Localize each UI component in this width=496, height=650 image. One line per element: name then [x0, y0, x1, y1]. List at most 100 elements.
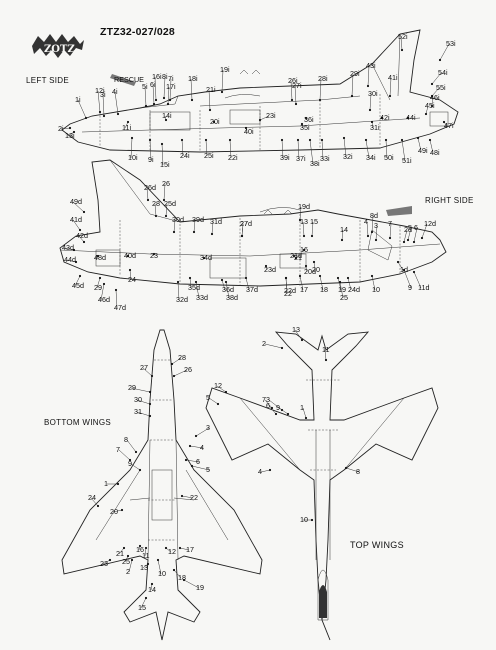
left-label-21i-leader — [208, 89, 211, 111]
top-label-10-dot — [310, 518, 314, 522]
left-label-50i-dot — [384, 138, 388, 142]
right-label-39d: 39d — [192, 215, 204, 224]
bottom-label-4-leader — [189, 445, 204, 449]
left-label-37i-dot — [296, 138, 300, 142]
bottom-label-14-dot — [150, 582, 154, 586]
left-label-8i: 8i — [162, 72, 168, 81]
left-label-15i: 15i — [160, 160, 170, 169]
bottom-label-9-leader — [130, 463, 141, 471]
right-label-45d-dot — [78, 274, 82, 278]
bottom-label-2-dot — [130, 558, 134, 562]
left-label-24i-leader — [181, 139, 184, 157]
right-label-8d-dot — [370, 230, 374, 234]
right-label-17-dot — [298, 274, 302, 278]
left-label-8i-dot — [162, 96, 166, 100]
right-side-heading: RIGHT SIDE — [425, 196, 474, 205]
left-label-25i-leader — [205, 139, 208, 157]
bottom-label-13-dot — [146, 562, 150, 566]
left-label-13i-leader — [67, 131, 75, 137]
bottom-label-5: 5 — [206, 465, 210, 474]
left-label-50i: 50i — [384, 153, 394, 162]
right-label-33d: 33d — [196, 293, 208, 302]
left-label-11i-dot — [126, 120, 130, 124]
right-label-29-leader — [96, 277, 101, 289]
right-label-20d: 20d — [304, 267, 316, 276]
right-label-34d: 34d — [200, 253, 212, 262]
bottom-label-24-leader — [90, 497, 99, 507]
top-label-6-leader — [268, 405, 277, 415]
left-label-28i: 28i — [318, 74, 328, 83]
right-label-27: 27 — [240, 219, 248, 228]
right-label-22d-dot — [284, 276, 288, 280]
top-label-11-dot — [324, 358, 328, 362]
top-label-2-dot — [280, 346, 284, 350]
left-label-15i-dot — [160, 142, 164, 146]
right-label-11d-leader — [413, 271, 422, 289]
left-label-40i-dot — [244, 126, 248, 130]
left-label-25i: 25i — [204, 151, 214, 160]
right-label-18-leader — [319, 275, 324, 291]
bottom-label-8: 8 — [124, 435, 128, 444]
right-label-23-dot — [152, 252, 156, 256]
right-label-4: 4 — [364, 217, 368, 226]
bottom-label-11-leader — [144, 547, 147, 557]
right-label-40d: 40d — [124, 251, 136, 260]
right-label-28-leader — [154, 203, 157, 217]
left-label-12i-leader — [97, 90, 101, 113]
left-label-6i-dot — [152, 102, 156, 106]
right-label-4-dot — [366, 234, 370, 238]
bottom-label-10-dot — [156, 558, 160, 562]
right-label-14: 14 — [340, 225, 348, 234]
left-label-49i-leader — [417, 137, 422, 152]
left-label-53i-leader — [439, 43, 450, 61]
right-label-38d: 38d — [226, 293, 238, 302]
right-label-3-dot — [374, 238, 378, 242]
bottom-label-8-leader — [126, 439, 137, 453]
right-label-15: 15 — [310, 217, 318, 226]
left-label-25i-dot — [204, 138, 208, 142]
left-label-44i: 44i — [406, 113, 416, 122]
right-label-14-leader — [341, 229, 344, 241]
right-label-1d-dot — [396, 260, 400, 264]
left-label-47i: 47i — [444, 121, 454, 130]
zotz-logo: ZOTZ — [32, 34, 84, 58]
bottom-label-27-leader — [142, 367, 153, 377]
left-label-39i-dot — [280, 138, 284, 142]
left-label-29i-dot — [350, 94, 354, 98]
top-label-13-leader — [294, 329, 303, 341]
left-label-48i: 48i — [430, 148, 440, 157]
left-label-22i-dot — [228, 138, 232, 142]
bottom-label-6: 6 — [196, 457, 200, 466]
right-label-42d-leader — [78, 235, 85, 243]
right-label-34d-dot — [202, 256, 206, 260]
left-label-23i-leader — [259, 115, 270, 121]
right-label-26d-leader — [146, 187, 149, 201]
left-label-23i-dot — [258, 118, 262, 122]
bottom-label-18-leader — [173, 569, 182, 579]
right-label-3-leader — [375, 225, 378, 241]
bottom-label-22-dot — [180, 494, 184, 498]
left-label-12i: 12i — [95, 86, 105, 95]
right-label-13-leader — [302, 221, 305, 237]
bottom-label-31-dot — [148, 414, 152, 418]
left-label-38i-leader — [309, 139, 314, 165]
left-label-10i: 10i — [128, 153, 138, 162]
bottom-label-28-leader — [171, 357, 182, 365]
right-label-48d: 48d — [94, 253, 106, 262]
right-label-18-dot — [318, 274, 322, 278]
bottom-label-2-leader — [128, 559, 133, 573]
bottom-label-16: 16 — [136, 545, 144, 554]
left-label-45i-dot — [424, 112, 428, 116]
bottom-label-17-dot — [178, 546, 182, 550]
right-label-16: 16 — [300, 245, 308, 254]
right-label-37d: 37d — [246, 285, 258, 294]
right-label-15-leader — [311, 221, 314, 237]
bottom-label-25: 25 — [122, 557, 130, 566]
left-label-47i-dot — [442, 120, 446, 124]
right-label-12d-leader — [421, 223, 428, 239]
left-label-5i: 5i — [142, 82, 148, 91]
right-label-32d-dot — [176, 280, 180, 284]
bottom-label-3: 3 — [206, 423, 210, 432]
